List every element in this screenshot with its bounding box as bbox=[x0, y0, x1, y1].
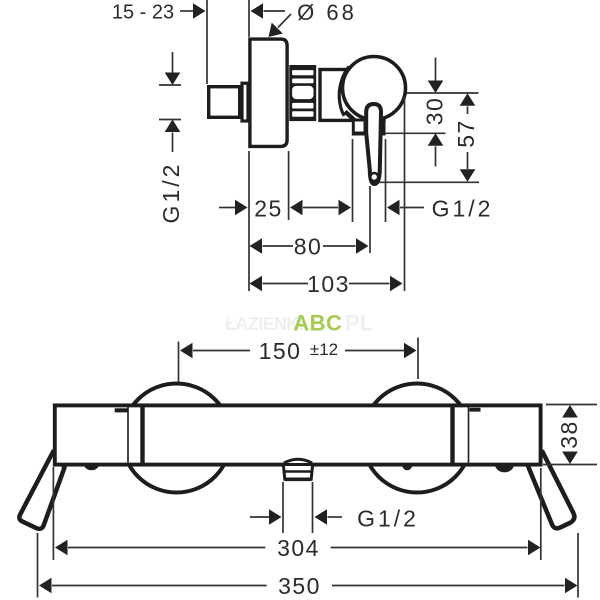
svg-text:PL: PL bbox=[345, 311, 373, 336]
svg-text:Ø 68: Ø 68 bbox=[297, 0, 357, 25]
svg-text:G1/2: G1/2 bbox=[432, 196, 494, 222]
svg-text:350: 350 bbox=[278, 573, 321, 599]
svg-text:±12: ±12 bbox=[310, 340, 338, 359]
svg-text:304: 304 bbox=[277, 535, 320, 561]
svg-text:25: 25 bbox=[254, 196, 283, 222]
svg-text:ABC: ABC bbox=[293, 311, 342, 336]
svg-text:15 - 23: 15 - 23 bbox=[112, 2, 174, 24]
svg-text:57: 57 bbox=[453, 119, 479, 148]
svg-text:103: 103 bbox=[307, 271, 350, 297]
svg-text:G1/2: G1/2 bbox=[158, 162, 184, 224]
svg-text:ŁAZIENKI: ŁAZIENKI bbox=[225, 314, 303, 334]
svg-text:G1/2: G1/2 bbox=[357, 506, 419, 532]
svg-text:38: 38 bbox=[556, 420, 582, 449]
svg-text:80: 80 bbox=[294, 234, 323, 260]
svg-text:30: 30 bbox=[422, 97, 448, 126]
svg-text:150: 150 bbox=[259, 338, 302, 364]
